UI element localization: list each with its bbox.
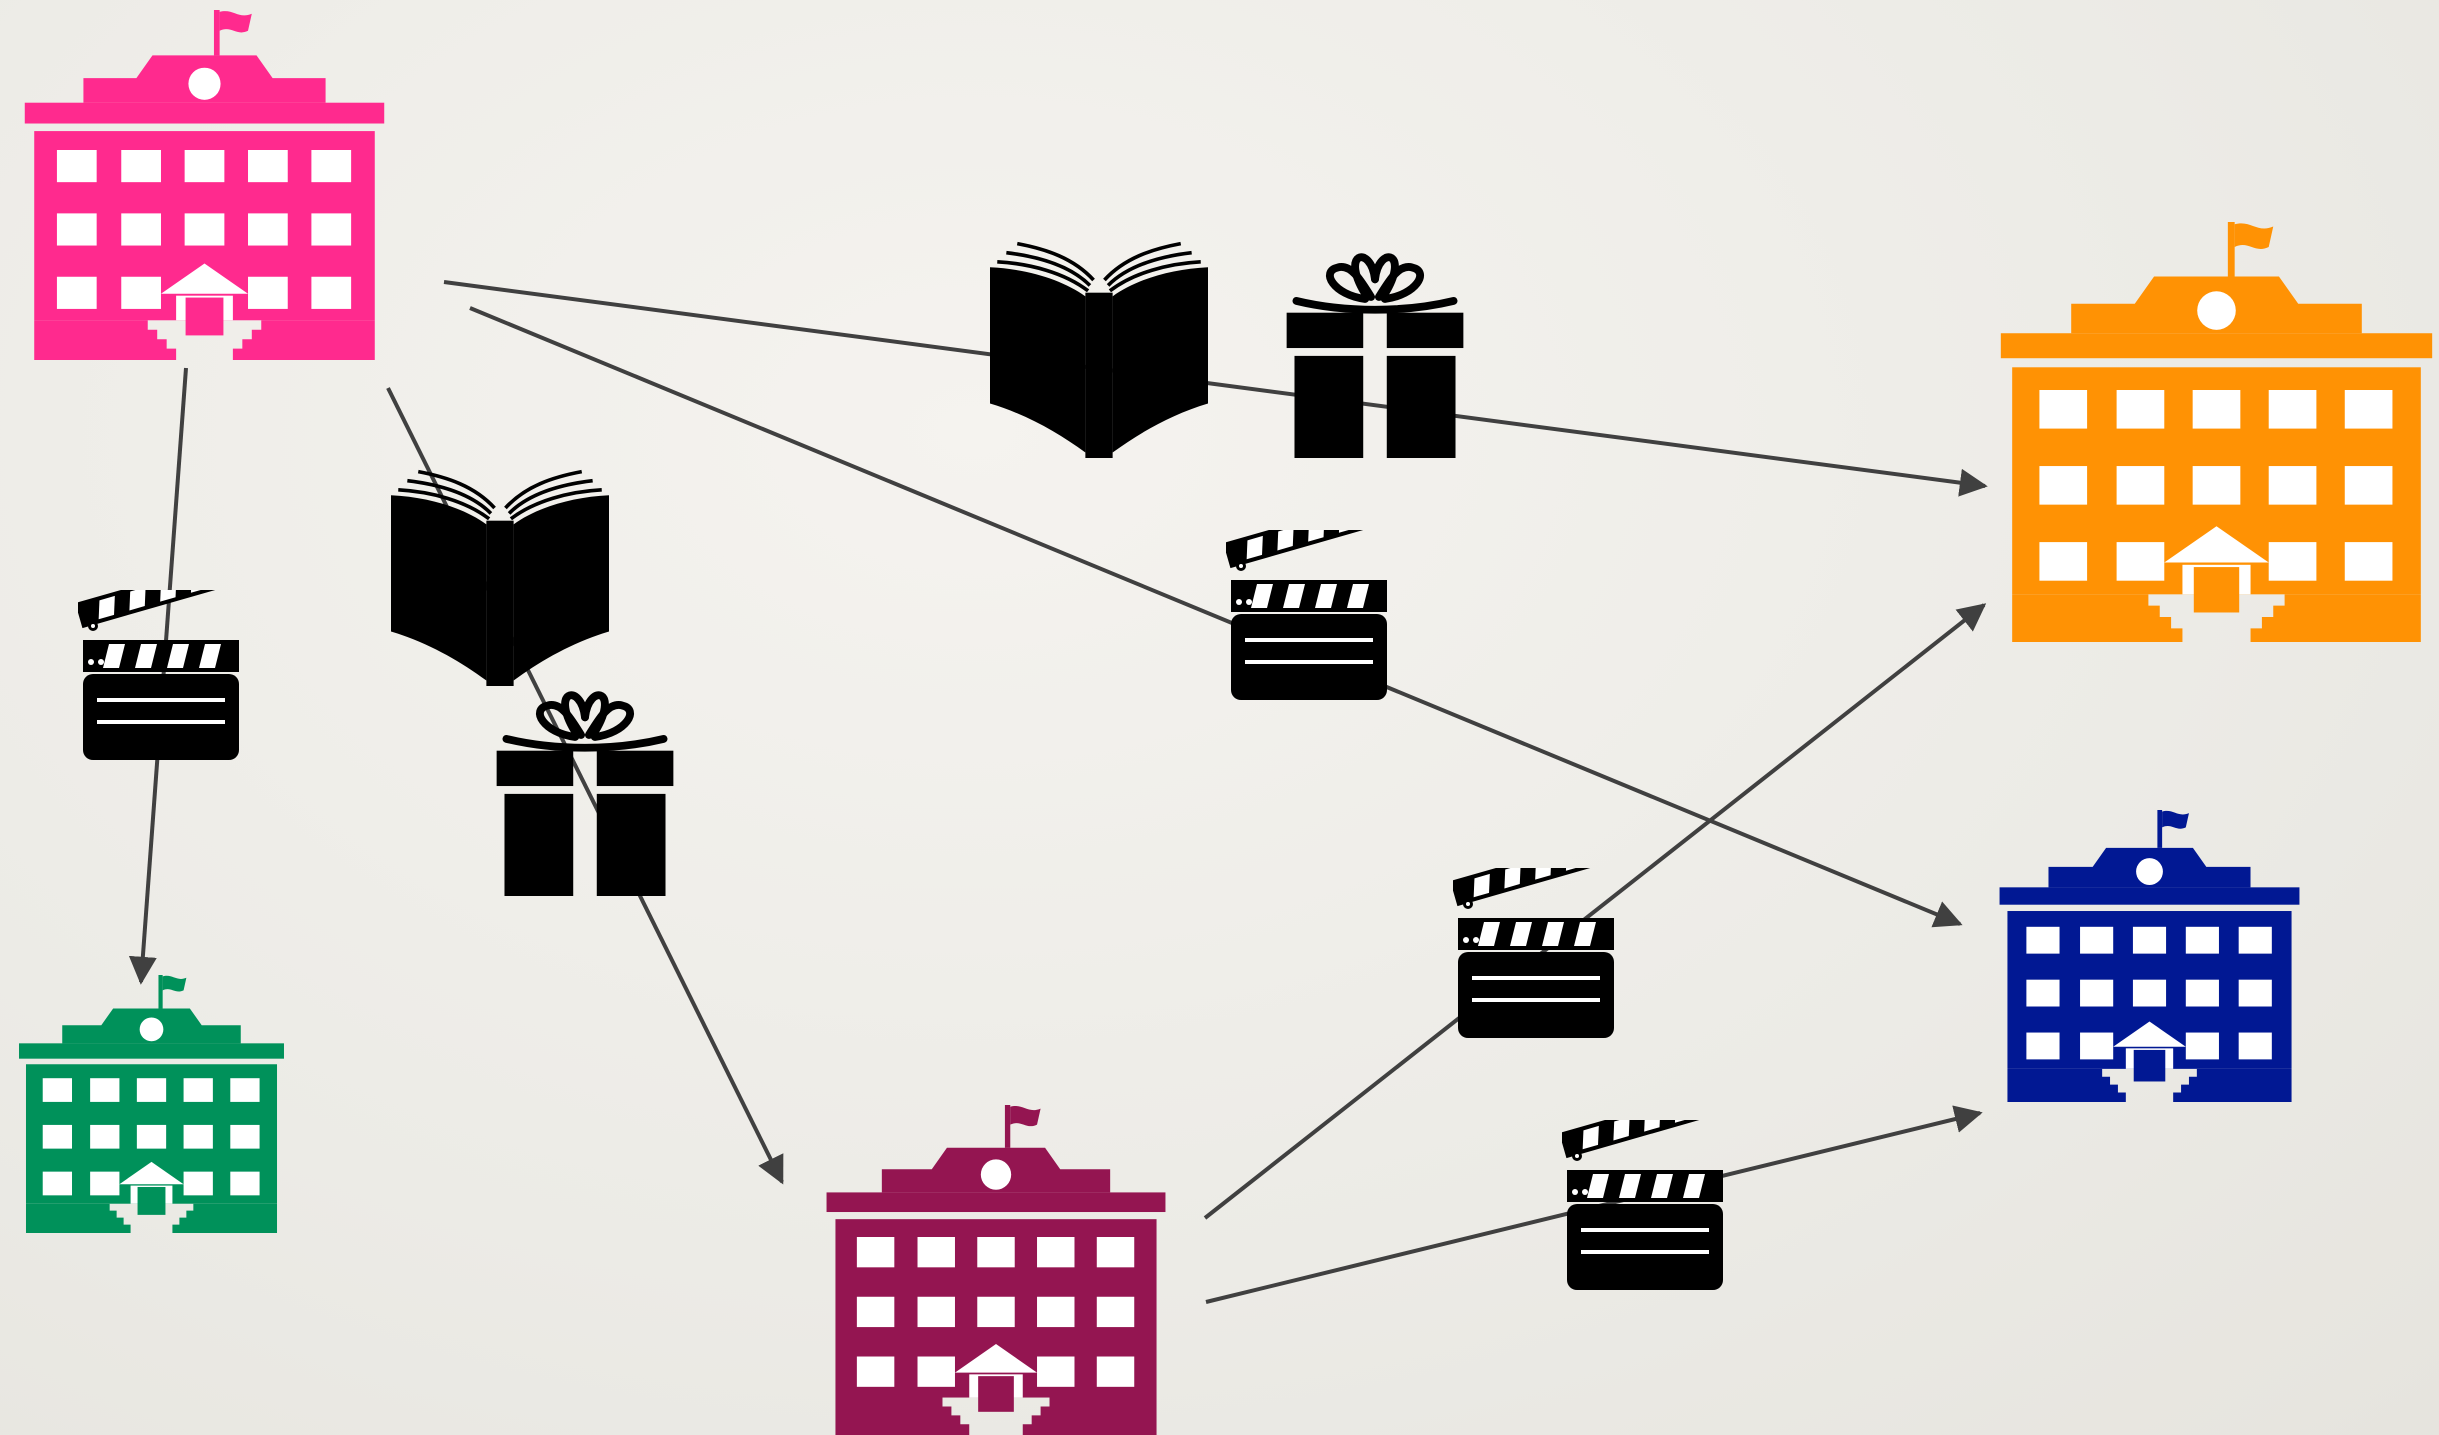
school-green-icon xyxy=(19,975,284,1233)
book-icon xyxy=(988,241,1210,458)
clapperboard-icon xyxy=(1559,1090,1723,1290)
schools xyxy=(19,10,2433,1435)
arrow-maroon-to-orange xyxy=(1203,603,1987,1220)
arrow-pink-to-orange xyxy=(443,280,1988,497)
gift-icon xyxy=(497,695,674,896)
clapperboard-icon xyxy=(75,560,239,760)
book-icon xyxy=(389,469,611,686)
school-blue-icon xyxy=(1999,810,2300,1102)
clapperboard-icon xyxy=(1223,500,1387,700)
school-maroon-icon xyxy=(826,1105,1166,1435)
arrow-pink-to-blue xyxy=(469,306,1963,928)
exchange-items xyxy=(75,241,1723,1290)
school-orange-icon xyxy=(2000,222,2433,642)
clapperboard-icon xyxy=(1450,838,1614,1038)
gift-icon xyxy=(1287,257,1464,458)
school-pink-icon xyxy=(24,10,385,360)
